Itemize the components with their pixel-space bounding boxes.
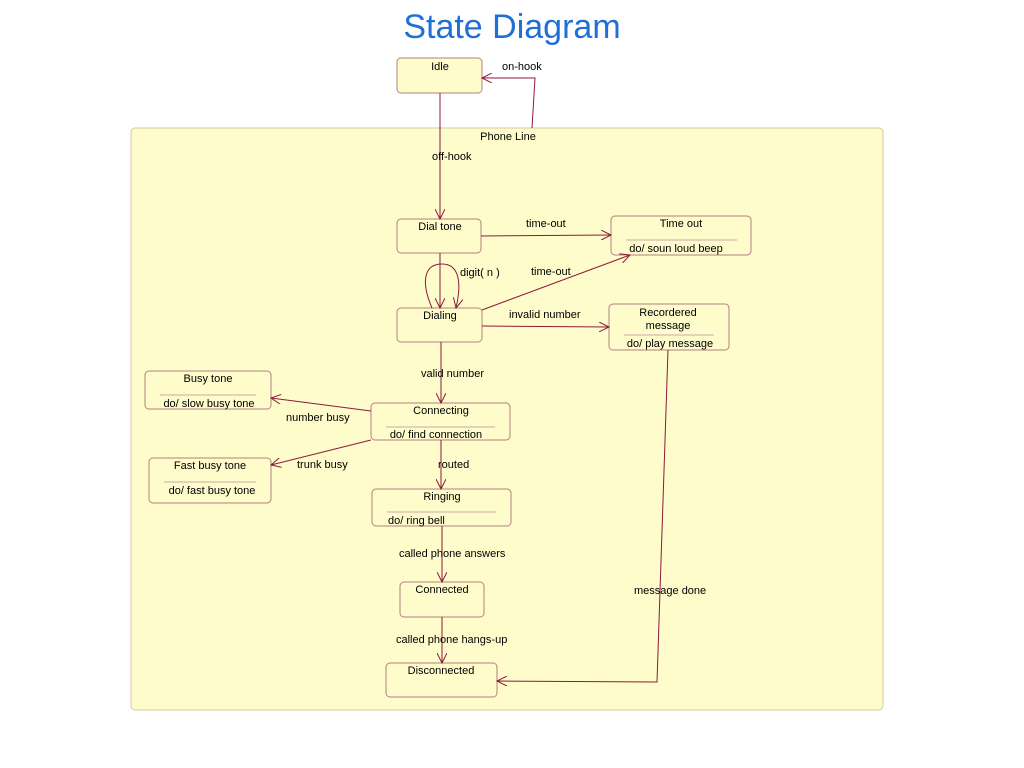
transition-number-busy-label: number busy bbox=[286, 412, 350, 424]
transition-off-hook: off-hook bbox=[432, 93, 472, 219]
state-recorded-message[interactable]: Recordered message do/ play message bbox=[608, 303, 730, 351]
phone-line-label: Phone Line bbox=[480, 131, 536, 143]
transition-routed: routed bbox=[438, 440, 469, 489]
state-connected-name: Connected bbox=[415, 584, 468, 596]
state-fast-busy-tone-activity: do/ fast busy tone bbox=[169, 485, 256, 497]
state-connecting[interactable]: Connecting do/ find connection bbox=[370, 402, 511, 441]
state-ringing-name: Ringing bbox=[423, 491, 460, 503]
transition-on-hook-label: on-hook bbox=[502, 61, 542, 73]
state-time-out[interactable]: Time out do/ soun loud beep bbox=[610, 215, 752, 256]
state-recorded-message-name-1: Recordered bbox=[639, 307, 696, 319]
state-busy-tone-name: Busy tone bbox=[184, 373, 233, 385]
transition-invalid-number-label: invalid number bbox=[509, 309, 581, 321]
transition-called-phone-answers: called phone answers bbox=[399, 526, 506, 582]
transition-on-hook: on-hook bbox=[482, 61, 542, 129]
state-disconnected-name: Disconnected bbox=[408, 665, 475, 677]
state-ringing-activity: do/ ring bell bbox=[388, 515, 445, 527]
state-dialing[interactable]: Dialing bbox=[396, 307, 483, 343]
transition-dialing-time-out: time-out bbox=[481, 255, 630, 311]
state-recorded-message-name-2: message bbox=[646, 320, 691, 332]
transition-trunk-busy: trunk busy bbox=[271, 439, 372, 471]
transition-digit-self-loop: digit( n ) bbox=[424, 263, 500, 308]
transition-message-done-label: message done bbox=[634, 585, 706, 597]
transition-dial-tone-time-out: time-out bbox=[480, 218, 611, 236]
state-connecting-activity: do/ find connection bbox=[390, 429, 482, 441]
transition-routed-label: routed bbox=[438, 459, 469, 471]
state-idle[interactable]: Idle bbox=[396, 57, 483, 94]
diagram-title: State Diagram bbox=[403, 8, 621, 46]
transition-invalid-number: invalid number bbox=[481, 309, 609, 327]
transition-message-done: message done bbox=[497, 349, 706, 682]
transition-called-phone-hangs-up-label: called phone hangs-up bbox=[396, 634, 507, 646]
state-time-out-name: Time out bbox=[660, 218, 702, 230]
state-busy-tone-activity: do/ slow busy tone bbox=[163, 398, 254, 410]
state-connected[interactable]: Connected bbox=[399, 581, 485, 618]
transition-number-busy: number busy bbox=[271, 398, 372, 424]
transition-trunk-busy-label: trunk busy bbox=[297, 459, 348, 471]
state-connecting-name: Connecting bbox=[413, 405, 469, 417]
transition-valid-number-label: valid number bbox=[421, 368, 484, 380]
state-dial-tone[interactable]: Dial tone bbox=[396, 218, 482, 254]
transition-time-out-1-label: time-out bbox=[526, 218, 566, 230]
state-fast-busy-tone[interactable]: Fast busy tone do/ fast busy tone bbox=[148, 457, 272, 504]
state-time-out-activity: do/ soun loud beep bbox=[629, 243, 723, 255]
transition-valid-number: valid number bbox=[421, 342, 484, 403]
state-ringing[interactable]: Ringing do/ ring bell bbox=[371, 488, 512, 527]
state-fast-busy-tone-name: Fast busy tone bbox=[174, 460, 246, 472]
transition-called-phone-hangs-up: called phone hangs-up bbox=[396, 617, 507, 663]
state-dial-tone-name: Dial tone bbox=[418, 221, 461, 233]
state-disconnected[interactable]: Disconnected bbox=[385, 662, 498, 698]
state-dialing-name: Dialing bbox=[423, 310, 457, 322]
state-busy-tone[interactable]: Busy tone do/ slow busy tone bbox=[144, 370, 272, 410]
transition-digit-label: digit( n ) bbox=[460, 267, 500, 279]
transition-time-out-2-label: time-out bbox=[531, 266, 571, 278]
transition-called-phone-answers-label: called phone answers bbox=[399, 548, 506, 560]
state-idle-name: Idle bbox=[431, 61, 449, 73]
transition-off-hook-label: off-hook bbox=[432, 151, 472, 163]
state-recorded-message-activity: do/ play message bbox=[627, 338, 713, 350]
